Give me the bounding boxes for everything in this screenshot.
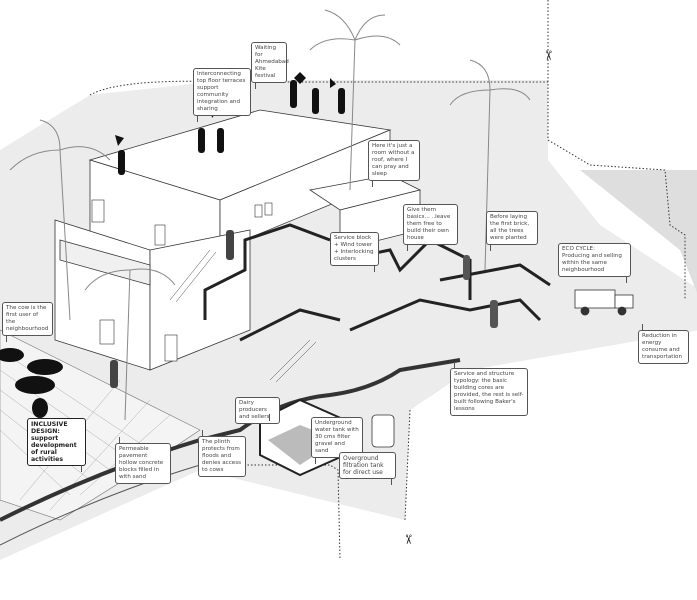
inclusive-design-text: support development of rural activities xyxy=(31,435,77,463)
overground-tank xyxy=(371,414,395,448)
cows xyxy=(0,348,63,418)
callout-eco-cycle: ECO CYCLE: Producing and selling within … xyxy=(558,243,631,283)
callout-plinth: The plinth protects from floods and deni… xyxy=(198,430,246,477)
callout-terraces: Interconnecting top floor terraces suppo… xyxy=(193,68,251,122)
callout-cow-first-user: The cow is the first user of the neighbo… xyxy=(2,302,53,342)
callout-room-without-roof: Here it's just a room without a roof, wh… xyxy=(368,140,420,187)
kites xyxy=(115,72,336,146)
main-building xyxy=(54,109,422,371)
inclusive-design-title: INCLUSIVE DESIGN: xyxy=(31,421,68,435)
callout-structure-typology: Service and structure typology: the basi… xyxy=(450,362,528,416)
callout-overground-tank: Overground filtration tank for direct us… xyxy=(339,452,396,485)
callout-permeable-pavement: Permeable pavement hollow concrete block… xyxy=(115,437,171,484)
boundary-dotted-line xyxy=(230,0,686,561)
callout-kite-festival: Waiting for Ahmedabad Kite festival xyxy=(251,42,289,89)
eco-cycle-title: ECO CYCLE: xyxy=(562,246,595,252)
callout-trees-planted: Before laying the first brick, all the t… xyxy=(486,211,538,251)
eco-cycle-text: Producing and selling within the same ne… xyxy=(562,253,622,273)
callout-service-block: Service block + Wind tower + Interlockin… xyxy=(330,232,379,272)
callout-inclusive-design: INCLUSIVE DESIGN: support development of… xyxy=(27,418,86,472)
people-silhouettes xyxy=(110,80,498,388)
callout-energy-reduction: Reduction in energy consume and transpor… xyxy=(638,324,689,364)
delivery-truck xyxy=(574,289,634,316)
callout-give-basics: Give them basics... ..leave them free to… xyxy=(403,204,458,251)
scissors-icon: ✂ xyxy=(539,50,555,61)
callout-underground-tank: Underground water tank with 30 cms filte… xyxy=(311,417,363,464)
section-walls xyxy=(203,223,551,342)
plinth-lower-edge xyxy=(0,454,241,546)
scissors-icon: ✂ xyxy=(399,534,415,545)
windows xyxy=(91,199,273,362)
palm-trees xyxy=(9,9,531,421)
callout-dairy: Dairy producers and sellers xyxy=(235,397,280,424)
stairs xyxy=(169,249,317,383)
